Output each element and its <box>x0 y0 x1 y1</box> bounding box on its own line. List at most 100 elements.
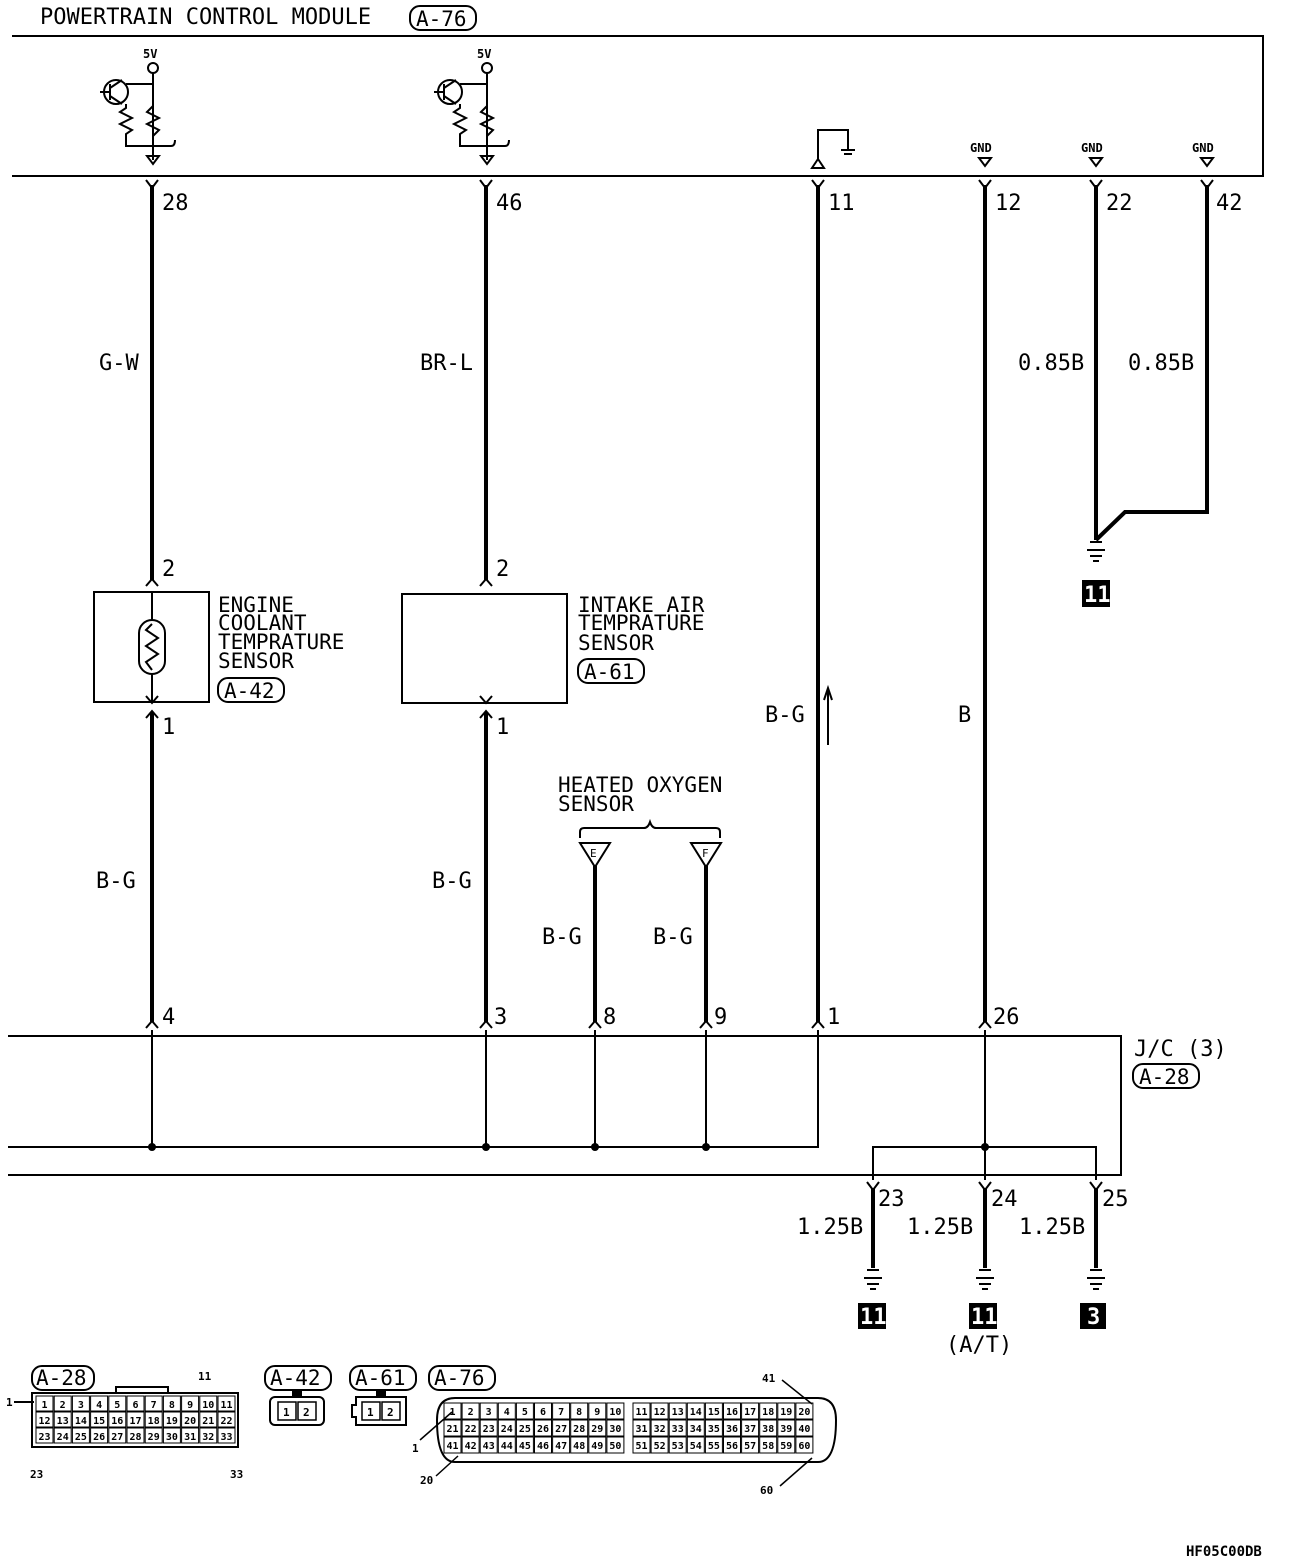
a76-cell-label: 44 <box>501 1441 513 1452</box>
a28-face <box>31 1392 239 1448</box>
a61-ref-badge <box>349 1365 417 1391</box>
a76-cell <box>606 1436 625 1454</box>
a28-cell-label: 7 <box>151 1400 157 1411</box>
a76-cell <box>570 1402 589 1420</box>
a76-cell <box>588 1436 607 1454</box>
ground-symbols-bottom <box>864 1269 1105 1290</box>
wire-label-125b-1: 1.25B <box>797 1215 863 1240</box>
a76-cell-label: 31 <box>635 1424 647 1435</box>
a76-cell-label: 53 <box>672 1441 684 1452</box>
a76-cell <box>704 1436 723 1454</box>
a76-cell-label: 46 <box>537 1441 549 1452</box>
gnd-label-3: GND <box>1192 141 1214 155</box>
a28-cell <box>162 1411 181 1428</box>
a76-cell <box>515 1402 534 1420</box>
wire-085b-42 <box>1094 185 1209 542</box>
pcm-gnd-symbols <box>977 157 1215 168</box>
a76-n60: 60 <box>760 1484 773 1497</box>
a76-cell-label: 15 <box>708 1407 720 1418</box>
a28-cell-label: 4 <box>96 1400 102 1411</box>
wire-label-125b-2: 1.25B <box>907 1215 973 1240</box>
pcm-pin-12: 12 <box>995 191 1022 216</box>
a28-latch <box>115 1386 169 1393</box>
a42-pin-1: 1 <box>283 1406 290 1419</box>
iat-label-2: TEMPRATURE <box>578 611 704 635</box>
a76-cell-label: 17 <box>744 1407 756 1418</box>
pcm-pin-46: 46 <box>496 191 523 216</box>
a28-cell-label: 19 <box>166 1416 178 1427</box>
a76-cell <box>588 1419 607 1437</box>
a28-n11: 11 <box>198 1370 212 1383</box>
a28-cell <box>108 1427 127 1444</box>
drawing-code: HF05C00DB <box>1186 1544 1262 1560</box>
a76-cell <box>606 1402 625 1420</box>
a28-cell <box>71 1395 90 1412</box>
a76-cell-label: 25 <box>519 1424 531 1435</box>
joint-connector <box>8 1030 1122 1180</box>
a28-cell <box>108 1411 127 1428</box>
ground-note: (A/T) <box>946 1333 1012 1358</box>
a76-cell-label: 47 <box>555 1441 567 1452</box>
a76-cell <box>534 1419 552 1437</box>
a76-cell-label: 19 <box>780 1407 792 1418</box>
a28-n33: 33 <box>230 1468 243 1481</box>
ground-symbol-1 <box>1087 541 1105 562</box>
a76-cell-label: 34 <box>690 1424 702 1435</box>
a76-cell-label: 4 <box>504 1407 510 1418</box>
ect-label-2: COOLANT <box>218 611 307 635</box>
a76-cell-label: 33 <box>672 1424 684 1435</box>
a76-n41: 41 <box>762 1372 776 1385</box>
a28-cell <box>35 1427 54 1444</box>
a76-cell <box>552 1419 571 1437</box>
jc-pin-4: 4 <box>162 1005 175 1030</box>
jc-pin-8: 8 <box>603 1005 616 1030</box>
pcm-pin-28: 28 <box>162 191 189 216</box>
a76-cell-label: 55 <box>708 1441 720 1452</box>
a76-cell <box>534 1402 552 1420</box>
a28-cell <box>126 1411 145 1428</box>
a76-cell <box>723 1402 741 1420</box>
a76-cell <box>606 1419 625 1437</box>
a76-cell <box>497 1436 516 1454</box>
jc-ref-badge <box>1132 1063 1200 1089</box>
a76-cell <box>668 1402 687 1420</box>
a76-cell-label: 30 <box>609 1424 621 1435</box>
ground-badge-1 <box>1082 580 1110 607</box>
a28-n23: 23 <box>30 1468 43 1481</box>
ect-pin-2: 2 <box>162 557 175 582</box>
jc-title: J/C (3) <box>1134 1037 1227 1062</box>
a76-cell-label: 59 <box>780 1441 792 1452</box>
pcm-pin-22: 22 <box>1106 191 1133 216</box>
a28-cell-label: 2 <box>60 1400 66 1411</box>
a76-cell <box>686 1402 705 1420</box>
a28-cell-label: 26 <box>93 1432 105 1443</box>
a28-cell-label: 33 <box>220 1432 232 1443</box>
iat-ref: A-61 <box>584 660 635 684</box>
a76-cell <box>552 1402 571 1420</box>
a76-cell-label: 43 <box>483 1441 495 1452</box>
a42-ref-badge <box>264 1365 332 1391</box>
a76-cell <box>443 1419 462 1437</box>
module-ref-badge <box>409 5 477 31</box>
a28-cell-label: 24 <box>57 1432 69 1443</box>
a76-cell-label: 58 <box>762 1441 774 1452</box>
a76-cell <box>632 1419 651 1437</box>
a76-cell <box>759 1402 778 1420</box>
a76-cell <box>704 1402 723 1420</box>
a76-cell <box>795 1436 814 1454</box>
ho2s-connector-e <box>578 842 612 869</box>
iat-sensor-box <box>401 593 568 704</box>
iat-pin-2: 2 <box>496 557 509 582</box>
a76-cell <box>723 1436 741 1454</box>
ect-label-1: ENGINE <box>218 593 294 617</box>
a76-cell-label: 22 <box>465 1424 477 1435</box>
a76-n1: 1 <box>412 1442 419 1455</box>
a76-cell-label: 28 <box>573 1424 585 1435</box>
gnd-label-1: GND <box>970 141 992 155</box>
a28-cell-label: 20 <box>184 1416 196 1427</box>
a76-cell-label: 50 <box>609 1441 621 1452</box>
jc-pin-25: 25 <box>1102 1187 1129 1212</box>
ground-badge-2 <box>858 1303 886 1329</box>
a28-cell <box>53 1411 72 1428</box>
